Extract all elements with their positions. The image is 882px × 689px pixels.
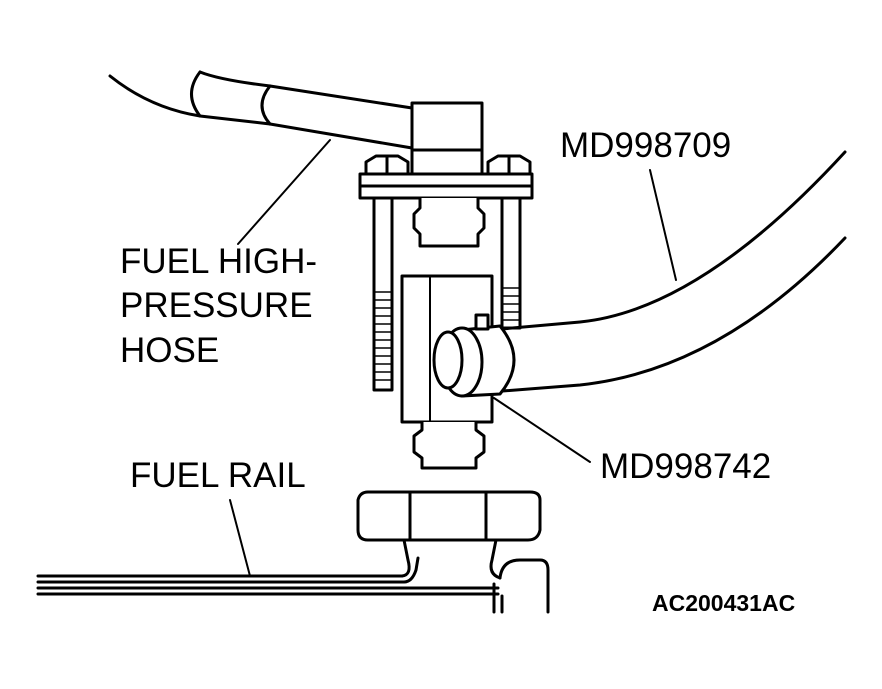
fuel-rail: [36, 556, 550, 614]
tool-label-md998709: MD998709: [560, 126, 732, 165]
figure-code: AC200431AC: [652, 590, 796, 616]
adapter-bolts: [372, 196, 522, 392]
hose-label-line2: PRESSURE: [120, 286, 313, 325]
hose-label-line1: FUEL HIGH-: [120, 242, 318, 281]
lower-nipple: [412, 420, 486, 470]
leader-md998742: [493, 397, 591, 463]
tool-label-md998742: MD998742: [600, 447, 772, 486]
upper-nipple: [412, 196, 486, 248]
fuel-rail-label: FUEL RAIL: [130, 456, 306, 495]
leader-hose: [237, 139, 331, 245]
fuel-high-pressure-hose: [108, 70, 414, 150]
hose-end-connector: [432, 313, 516, 398]
tool-hose-md998709: [488, 150, 847, 394]
leader-md998709: [649, 169, 677, 281]
bolt-threads: [373, 287, 521, 381]
leader-lines: [229, 139, 677, 577]
leader-fuel-rail: [229, 499, 251, 577]
adapter-flange: [358, 154, 534, 200]
hose-fitting-block: [410, 101, 484, 177]
hose-label-line3: HOSE: [120, 331, 220, 370]
fuel-rail-mount: [356, 490, 542, 580]
